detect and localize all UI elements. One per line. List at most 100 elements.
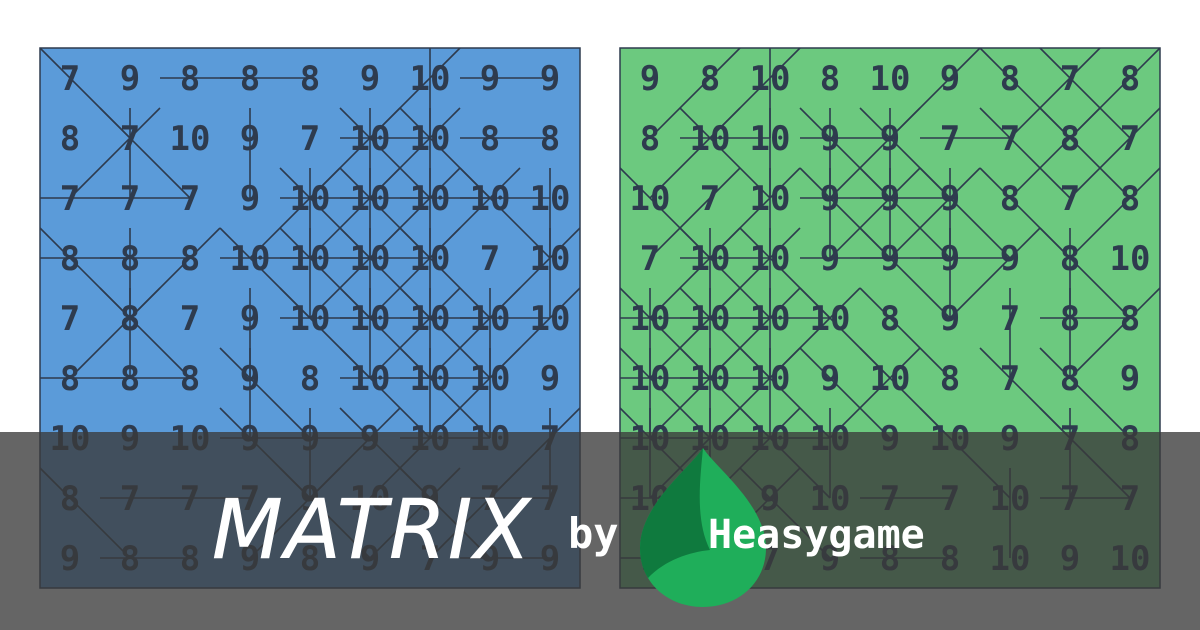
cell-number[interactable]: 8: [480, 119, 500, 159]
cell-number[interactable]: 8: [180, 239, 200, 279]
cell-number[interactable]: 9: [1000, 239, 1020, 279]
cell-number[interactable]: 7: [60, 299, 80, 339]
cell-number[interactable]: 10: [170, 119, 211, 159]
cell-number[interactable]: 8: [700, 59, 720, 99]
cell-number[interactable]: 10: [530, 299, 571, 339]
cell-number[interactable]: 9: [240, 359, 260, 399]
cell-number[interactable]: 10: [350, 359, 391, 399]
cell-number[interactable]: 8: [1000, 59, 1020, 99]
cell-number[interactable]: 10: [690, 239, 731, 279]
cell-number[interactable]: 9: [880, 239, 900, 279]
cell-number[interactable]: 10: [630, 359, 671, 399]
cell-number[interactable]: 8: [1060, 299, 1080, 339]
cell-number[interactable]: 10: [690, 119, 731, 159]
cell-number[interactable]: 10: [290, 299, 331, 339]
cell-number[interactable]: 8: [1060, 119, 1080, 159]
cell-number[interactable]: 8: [540, 119, 560, 159]
cell-number[interactable]: 10: [410, 119, 451, 159]
cell-number[interactable]: 10: [290, 179, 331, 219]
cell-number[interactable]: 8: [1060, 239, 1080, 279]
cell-number[interactable]: 10: [230, 239, 271, 279]
cell-number[interactable]: 7: [180, 179, 200, 219]
cell-number[interactable]: 8: [300, 359, 320, 399]
cell-number[interactable]: 10: [750, 119, 791, 159]
cell-number[interactable]: 8: [640, 119, 660, 159]
cell-number[interactable]: 10: [750, 239, 791, 279]
cell-number[interactable]: 10: [410, 59, 451, 99]
cell-number[interactable]: 8: [120, 359, 140, 399]
cell-number[interactable]: 8: [120, 239, 140, 279]
cell-number[interactable]: 7: [480, 239, 500, 279]
cell-number[interactable]: 7: [940, 119, 960, 159]
cell-number[interactable]: 8: [180, 59, 200, 99]
cell-number[interactable]: 9: [120, 59, 140, 99]
cell-number[interactable]: 10: [410, 179, 451, 219]
cell-number[interactable]: 10: [470, 359, 511, 399]
cell-number[interactable]: 10: [290, 239, 331, 279]
cell-number[interactable]: 10: [870, 359, 911, 399]
cell-number[interactable]: 8: [240, 59, 260, 99]
cell-number[interactable]: 7: [60, 179, 80, 219]
cell-number[interactable]: 8: [820, 59, 840, 99]
cell-number[interactable]: 9: [820, 239, 840, 279]
cell-number[interactable]: 10: [1110, 239, 1151, 279]
cell-number[interactable]: 7: [1120, 119, 1140, 159]
cell-number[interactable]: 7: [60, 59, 80, 99]
cell-number[interactable]: 8: [60, 359, 80, 399]
cell-number[interactable]: 7: [1000, 299, 1020, 339]
cell-number[interactable]: 9: [820, 359, 840, 399]
cell-number[interactable]: 10: [870, 59, 911, 99]
cell-number[interactable]: 9: [480, 59, 500, 99]
cell-number[interactable]: 9: [240, 299, 260, 339]
cell-number[interactable]: 7: [1060, 179, 1080, 219]
cell-number[interactable]: 8: [300, 59, 320, 99]
cell-number[interactable]: 10: [350, 299, 391, 339]
cell-number[interactable]: 9: [1120, 359, 1140, 399]
cell-number[interactable]: 10: [410, 299, 451, 339]
cell-number[interactable]: 7: [640, 239, 660, 279]
cell-number[interactable]: 9: [640, 59, 660, 99]
cell-number[interactable]: 8: [1120, 179, 1140, 219]
cell-number[interactable]: 8: [1120, 299, 1140, 339]
cell-number[interactable]: 10: [410, 239, 451, 279]
cell-number[interactable]: 9: [880, 179, 900, 219]
cell-number[interactable]: 10: [530, 239, 571, 279]
cell-number[interactable]: 7: [1000, 359, 1020, 399]
cell-number[interactable]: 8: [940, 359, 960, 399]
cell-number[interactable]: 10: [750, 59, 791, 99]
cell-number[interactable]: 10: [470, 299, 511, 339]
cell-number[interactable]: 8: [1060, 359, 1080, 399]
cell-number[interactable]: 10: [630, 299, 671, 339]
cell-number[interactable]: 10: [530, 179, 571, 219]
cell-number[interactable]: 9: [940, 299, 960, 339]
cell-number[interactable]: 10: [350, 119, 391, 159]
cell-number[interactable]: 7: [300, 119, 320, 159]
cell-number[interactable]: 8: [60, 239, 80, 279]
cell-number[interactable]: 9: [240, 179, 260, 219]
cell-number[interactable]: 8: [1120, 59, 1140, 99]
cell-number[interactable]: 9: [820, 179, 840, 219]
cell-number[interactable]: 10: [750, 179, 791, 219]
cell-number[interactable]: 7: [120, 179, 140, 219]
cell-number[interactable]: 10: [690, 299, 731, 339]
cell-number[interactable]: 8: [60, 119, 80, 159]
cell-number[interactable]: 7: [1060, 59, 1080, 99]
cell-number[interactable]: 10: [750, 299, 791, 339]
cell-number[interactable]: 8: [880, 299, 900, 339]
cell-number[interactable]: 9: [940, 239, 960, 279]
cell-number[interactable]: 10: [410, 359, 451, 399]
cell-number[interactable]: 8: [120, 299, 140, 339]
cell-number[interactable]: 8: [1000, 179, 1020, 219]
cell-number[interactable]: 7: [180, 299, 200, 339]
cell-number[interactable]: 9: [820, 119, 840, 159]
cell-number[interactable]: 10: [350, 239, 391, 279]
cell-number[interactable]: 10: [350, 179, 391, 219]
cell-number[interactable]: 8: [180, 359, 200, 399]
cell-number[interactable]: 10: [750, 359, 791, 399]
cell-number[interactable]: 10: [630, 179, 671, 219]
cell-number[interactable]: 9: [360, 59, 380, 99]
cell-number[interactable]: 9: [540, 359, 560, 399]
cell-number[interactable]: 9: [940, 59, 960, 99]
cell-number[interactable]: 10: [470, 179, 511, 219]
cell-number[interactable]: 9: [540, 59, 560, 99]
